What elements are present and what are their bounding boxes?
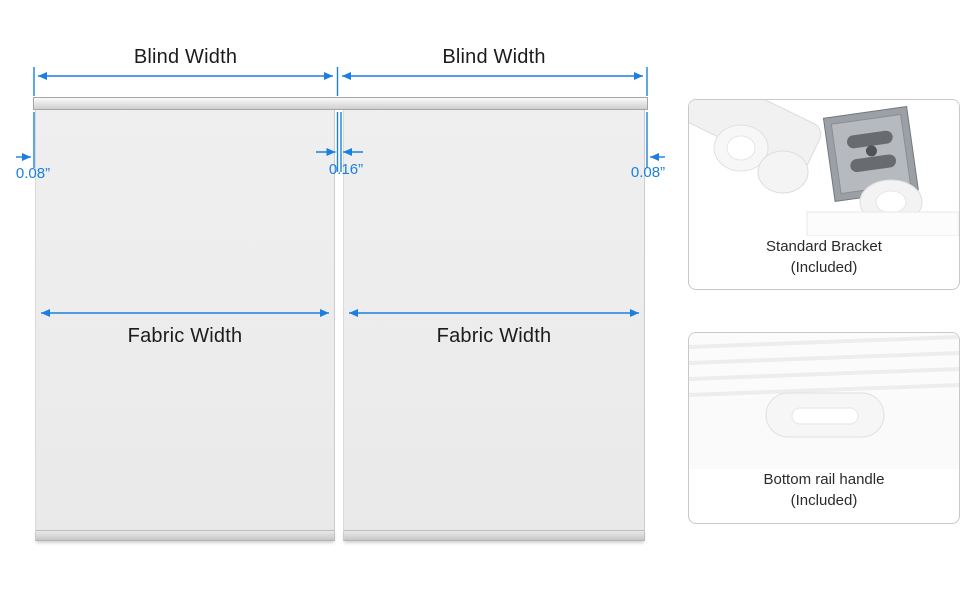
bottom-rail-handle-image bbox=[689, 333, 959, 469]
bracket-plate bbox=[822, 106, 919, 203]
bottom-rail-1 bbox=[36, 530, 334, 541]
fabric-width-label-1: Fabric Width bbox=[127, 325, 243, 347]
bottom-rail-2 bbox=[344, 530, 644, 541]
fabric-panel-2 bbox=[343, 110, 645, 541]
cassette-roller bbox=[689, 100, 822, 194]
standard-bracket-caption: Standard Bracket (Included) bbox=[689, 236, 959, 278]
blind-width-dimensions bbox=[33, 67, 648, 96]
center-gap-measurement: 0.16” bbox=[328, 161, 364, 178]
mounted-roller bbox=[806, 179, 959, 236]
right-gap-measurement: 0.08” bbox=[630, 164, 666, 181]
fabric-panel-1 bbox=[35, 110, 335, 541]
blind-width-label-1: Blind Width bbox=[133, 46, 238, 68]
handle-shape bbox=[765, 392, 885, 438]
card-title: Standard Bracket bbox=[766, 238, 882, 255]
left-gap-measurement: 0.08” bbox=[15, 165, 51, 182]
bottom-rail-handle-card: Bottom rail handle (Included) bbox=[688, 332, 960, 524]
card-subtitle: (Included) bbox=[790, 492, 858, 509]
bottom-rail-handle-caption: Bottom rail handle (Included) bbox=[689, 469, 959, 511]
shade-texture bbox=[689, 335, 959, 397]
standard-bracket-image bbox=[689, 100, 959, 236]
card-title: Bottom rail handle bbox=[763, 471, 885, 488]
blind-width-label-2: Blind Width bbox=[442, 46, 546, 68]
card-subtitle: (Included) bbox=[790, 259, 858, 276]
fabric-width-label-2: Fabric Width bbox=[436, 325, 552, 347]
standard-bracket-card: Standard Bracket (Included) bbox=[688, 99, 960, 290]
bottom-rail-handle-illustration bbox=[689, 333, 959, 469]
standard-bracket-illustration bbox=[689, 100, 959, 236]
header-rail bbox=[33, 97, 648, 110]
